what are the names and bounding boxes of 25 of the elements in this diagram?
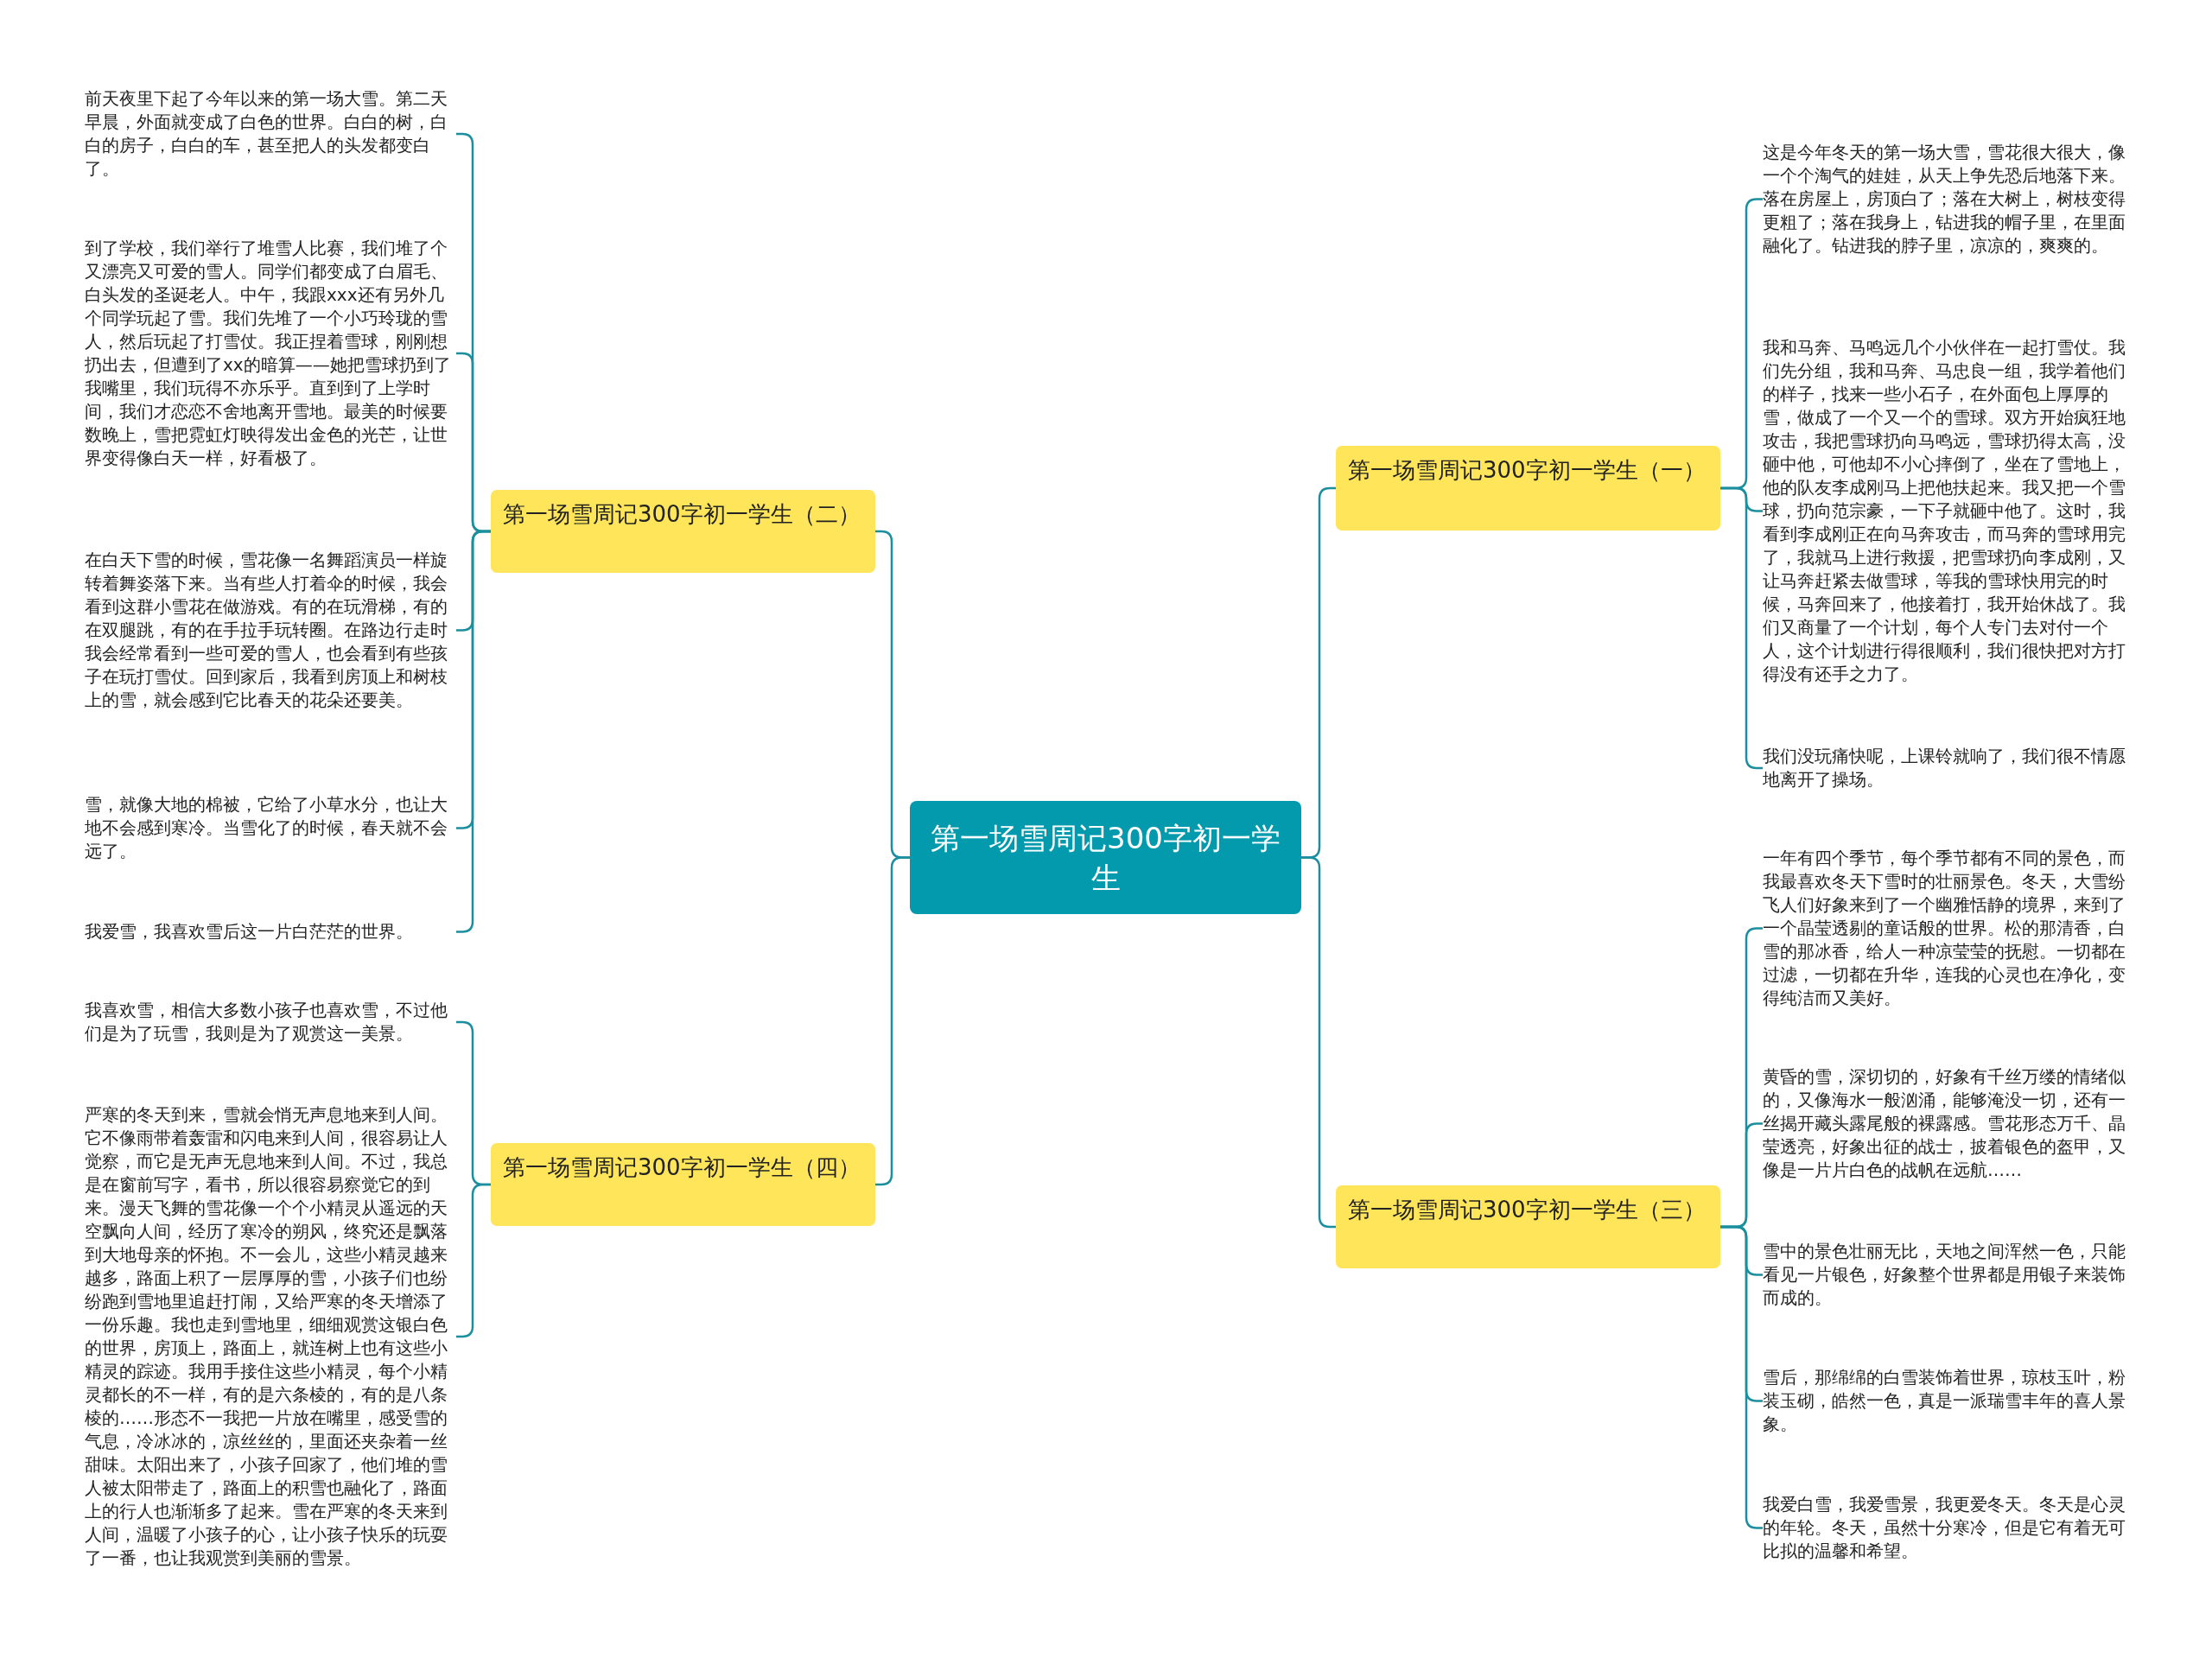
- paragraph-text: 我喜欢雪，相信大多数小孩子也喜欢雪，不过他们是为了玩雪，我则是为了观赏这一美景。: [85, 999, 448, 1045]
- topic-box: [1336, 446, 1720, 530]
- topic-box: [491, 1143, 875, 1226]
- topic-box: [491, 490, 875, 573]
- paragraph-text: 前天夜里下起了今年以来的第一场大雪。第二天早晨，外面就变成了白色的世界。白白的树，白白的房子，白白的车，甚至把人的头发都变白了。: [85, 87, 448, 181]
- paragraph-text: 我和马奔、马鸣远几个小伙伴在一起打雪仗。我们先分组，我和马奔、马忠良一组，我学着他们的样子，找来一些小石子，在外面包上厚厚的雪，做成了一个又一个的雪球。双方开始疯狂地攻击，我把雪球扔向马鸣远，雪球扔得太高，没砸中他，可他却不小心摔倒了，坐在了雪地上，他的队友李成刚马上把他扶起来。我又把一个雪球，扔向范宗豪，一下子就砸中他了。这时，我看到李成刚正在向马奔攻击，而马奔的雪球用完了，我就马上进行救援，把雪球扔向李成刚，又让马奔赶紧去做雪球，等我的雪球快用完的时候，马奔回来了，他接着打，我开始休战了。我们又商量了一个计划，每个人专门去对付一个人，这个计划进行得很顺利，我们很快把对方打得没有还手之力了。: [1763, 336, 2126, 686]
- central-topic-text: 第一场雪周记300字初一学生: [931, 819, 1281, 897]
- paragraph-text: 一年有四个季节，每个季节都有不同的景色，而我最喜欢冬天下雪时的壮丽景色。冬天，大雪纷飞人们好象来到了一个幽雅恬静的境界，来到了一个晶莹透剔的童话般的世界。松的那清香，白雪的那冰香，给人一种凉莹莹的抚慰。一切都在过滤，一切都在升华，连我的心灵也在净化，变得纯洁而又美好。: [1763, 847, 2126, 1010]
- topic-text: 第一场雪周记300字初一学生（三）: [1348, 1196, 1707, 1224]
- topic-text: 第一场雪周记300字初一学生（四）: [503, 1153, 861, 1182]
- paragraph-text: 严寒的冬天到来，雪就会悄无声息地来到人间。它不像雨带着轰雷和闪电来到人间，很容易让人觉察，而它是无声无息地来到人间。不过，我总是在窗前写字，看书，所以很容易察觉它的到来。漫天飞舞的雪花像一个个小精灵从遥远的天空飘向人间，经历了寒冷的朔风，终究还是飘落到大地母亲的怀抱。不一会儿，这些小精灵越来越多，路面上积了一层厚厚的雪，小孩子们也纷纷跑到雪地里追赶打闹，又给严寒的冬天增添了一份乐趣。我也走到雪地里，细细观赏这银白色的世界，房顶上，路面上，就连树上也有这些小精灵的踪迹。我用手接住这些小精灵，每个小精灵都长的不一样，有的是六条棱的，有的是八条棱的……形态不一我把一片放在嘴里，感受雪的气息，冷冰冰的，凉丝丝的，里面还夹杂着一丝甜味。太阳出来了，小孩子回家了，他们堆的雪人被太阳带走了，路面上的积雪也融化了，路面上的行人也渐渐多了起来。雪在严寒的冬天来到人间，温暖了小孩子的心，让小孩子快乐的玩耍了一番，也让我观赏到美丽的雪景。: [85, 1103, 448, 1570]
- paragraph-text: 在白天下雪的时候，雪花像一名舞蹈演员一样旋转着舞姿落下来。当有些人打着伞的时候，我会看到这群小雪花在做游戏。有的在玩滑梯，有的在双腿跳，有的在手拉手玩转圈。在路边行走时我会经常看到一些可爱的雪人，也会看到有些孩子在玩打雪仗。回到家后，我看到房顶上和树枝上的雪，就会感到它比春天的花朵还要美。: [85, 549, 448, 712]
- paragraph-text: 我们没玩痛快呢，上课铃就响了，我们很不情愿地离开了操场。: [1763, 745, 2126, 791]
- topic-box: [1336, 1185, 1720, 1268]
- paragraph-text: 雪后，那绵绵的白雪装饰着世界，琼枝玉叶，粉装玉砌，皓然一色，真是一派瑞雪丰年的喜人景象。: [1763, 1366, 2126, 1436]
- paragraph-text: 我爱白雪，我爱雪景，我更爱冬天。冬天是心灵的年轮。冬天，虽然十分寒冷，但是它有着无可比拟的温馨和希望。: [1763, 1493, 2126, 1563]
- paragraph-text: 雪中的景色壮丽无比，天地之间浑然一色，只能看见一片银色，好象整个世界都是用银子来装饰而成的。: [1763, 1240, 2126, 1310]
- topic-text: 第一场雪周记300字初一学生（二）: [503, 500, 861, 529]
- paragraph-text: 我爱雪，我喜欢雪后这一片白茫茫的世界。: [85, 920, 414, 943]
- paragraph-text: 这是今年冬天的第一场大雪，雪花很大很大，像一个个淘气的娃娃，从天上争先恐后地落下来。落在房屋上，房顶白了；落在大树上，树枝变得更粗了；落在我身上，钻进我的帽子里，在里面融化了。钻进我的脖子里，凉凉的，爽爽的。: [1763, 141, 2126, 257]
- central-topic-box: [910, 801, 1301, 914]
- topic-text: 第一场雪周记300字初一学生（一）: [1348, 456, 1707, 485]
- paragraph-text: 到了学校，我们举行了堆雪人比赛，我们堆了个又漂亮又可爱的雪人。同学们都变成了白眉毛、白头发的圣诞老人。中午，我跟xxx还有另外几个同学玩起了雪。我们先堆了一个小巧玲珑的雪人，然后玩起了打雪仗。我正捏着雪球，刚刚想扔出去，但遭到了xx的暗算——她把雪球扔到了我嘴里，我们玩得不亦乐乎。直到到了上学时间，我们才恋恋不舍地离开雪地。最美的时候要数晚上，雪把霓虹灯映得发出金色的光芒，让世界变得像白天一样，好看极了。: [85, 237, 452, 470]
- paragraph-text: 雪，就像大地的棉被，它给了小草水分，也让大地不会感到寒冷。当雪化了的时候，春天就不会远了。: [85, 793, 448, 863]
- paragraph-text: 黄昏的雪，深切切的，好象有千丝万缕的情绪似的，又像海水一般汹涌，能够淹没一切，还有一丝揭开藏头露尾般的裸露感。雪花形态万千、晶莹透亮，好象出征的战士，披着银色的盔甲，又像是一片片白色的战帆在远航……: [1763, 1065, 2126, 1182]
